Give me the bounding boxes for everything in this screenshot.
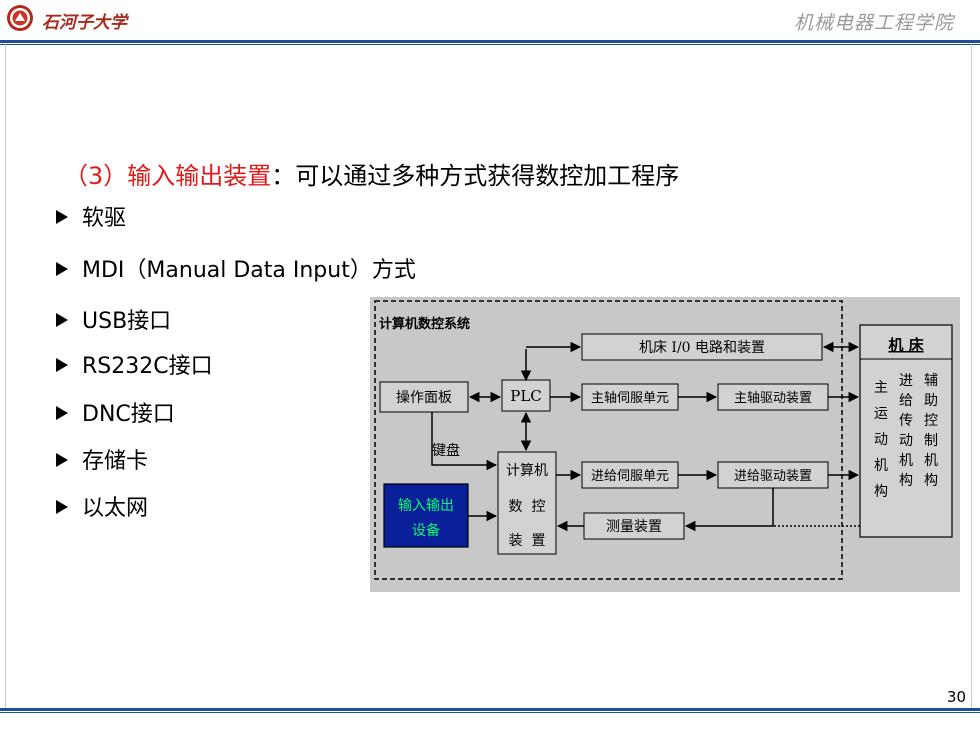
cnc-system-boundary [374,300,843,580]
cnc-label-line1: 计算机 [506,463,548,479]
feed-motion-char: 给 [899,393,913,409]
bullet-item: 以太网 [56,490,148,522]
college-name: 机械电器工程学院 [793,12,954,34]
university-name: 石河子大学 [42,13,127,33]
feed-motion-char: 进 [899,373,913,389]
io-circuit-box [581,333,823,361]
bullet-item: RS232C接口 [56,348,213,380]
diagram-title: 计算机数控系统 [379,316,470,332]
bullet-item: DNC接口 [56,396,175,428]
header-divider [0,40,980,43]
main-motion-char: 运 [874,406,888,422]
bullet-item: 存储卡 [56,443,148,475]
bullet-arrow-icon [56,210,68,224]
spindle-servo-label: 主轴伺服单元 [591,391,669,406]
page-number: 30 [946,688,966,706]
bullet-item: 软驱 [56,200,126,232]
section-heading: （3）输入输出装置：可以通过多种方式获得数控加工程序 [64,156,679,191]
io-device-label-line2: 设备 [412,522,440,539]
bullet-item: USB接口 [56,303,171,335]
slide-header: 石河子大学 机械电器工程学院 [0,0,980,42]
aux-control-char: 辅 [924,373,938,389]
diagram-connectors [431,341,860,532]
machine-tool-box [859,324,953,538]
main-motion-char: 主 [874,380,888,396]
cnc-system-diagram: 计算机数控系统 机 床 机床 I/0 电路和装置 操作面板 PLC 主轴伺服单元… [370,297,960,592]
bullet-arrow-icon [56,358,68,372]
aux-control-char: 构 [924,473,938,489]
slide-frame [5,44,972,710]
bullet-arrow-icon [56,406,68,420]
footer-divider [0,708,980,711]
feed-servo-label: 进给伺服单元 [591,469,669,484]
io-device-label-line1: 输入输出 [398,498,454,514]
aux-control-char: 控 [924,413,938,429]
aux-control-char: 机 [924,453,938,469]
feed-servo-box [581,461,679,489]
cnc-device-box [497,451,557,555]
university-logo-icon [7,5,33,31]
feed-motion-char: 机 [899,453,913,469]
plc-label: PLC [510,387,542,405]
cnc-label-line3: 装 置 [509,533,546,549]
keyboard-label: 键盘 [432,442,460,459]
spindle-servo-box [581,383,679,411]
measuring-box [583,512,685,540]
bullet-item: MDI（Manual Data Input）方式 [56,252,416,284]
heading-number: （3） [64,162,128,190]
aux-control-char: 制 [924,433,938,449]
header-divider-thin [0,44,980,45]
feed-motion-char: 构 [899,473,913,489]
bullet-arrow-icon [56,500,68,514]
bullet-arrow-icon [56,453,68,467]
operator-panel-box [379,381,469,413]
bullet-arrow-icon [56,262,68,276]
main-motion-char: 构 [874,484,888,500]
io-device-box [383,483,469,548]
spindle-drive-box [717,383,829,411]
main-motion-char: 机 [874,458,888,474]
io-circuit-label: 机床 I/0 电路和装置 [639,340,765,356]
measuring-label: 测量装置 [606,519,662,535]
machine-tool-label: 机 床 [888,336,924,354]
feed-drive-label: 进给驱动装置 [734,469,812,484]
spindle-drive-label: 主轴驱动装置 [734,391,812,406]
feed-motion-char: 动 [899,433,913,449]
feed-motion-char: 传 [899,413,913,429]
bullet-arrow-icon [56,313,68,327]
cnc-label-line2: 数 控 [509,499,546,515]
footer-divider-thin [0,712,980,713]
main-motion-char: 动 [874,432,888,448]
heading-description: ：可以通过多种方式获得数控加工程序 [271,162,680,190]
aux-control-char: 助 [924,393,938,409]
heading-term: 输入输出装置 [127,162,272,190]
operator-panel-label: 操作面板 [396,390,452,406]
